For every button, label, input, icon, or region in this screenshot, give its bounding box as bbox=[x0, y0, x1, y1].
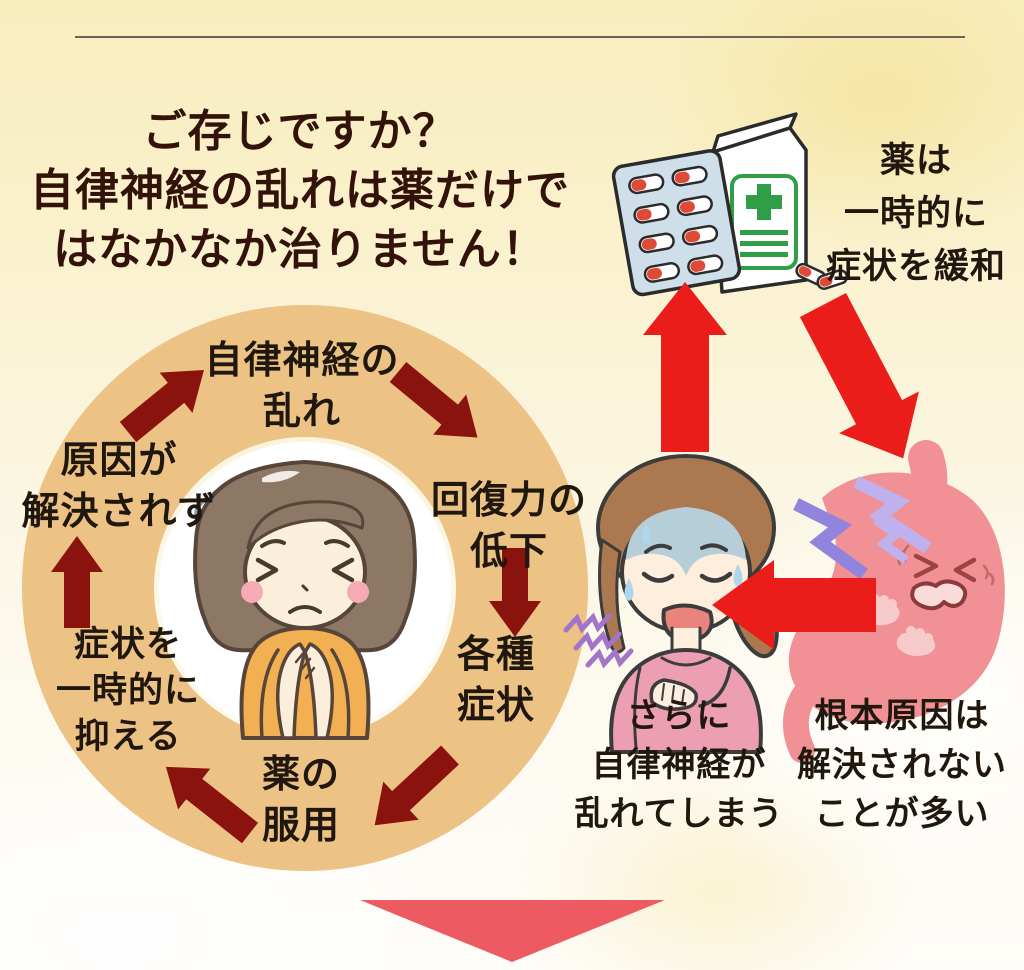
lightning-icon bbox=[873, 516, 909, 564]
blister-pack-icon bbox=[611, 149, 742, 297]
cycle-step-label: 低下 bbox=[469, 531, 549, 573]
title-line-2: 自律神経の乱れは薬だけで bbox=[30, 166, 570, 215]
stomach-illustration bbox=[782, 440, 1005, 763]
cycle-step-cause-unresolved: 原因が 解決されず bbox=[21, 436, 216, 538]
cycle-step-label: 症状 bbox=[456, 685, 536, 727]
capsule-icon bbox=[816, 269, 849, 290]
cycle-step-recovery-decline: 回復力の 低下 bbox=[431, 476, 587, 578]
title-line-1: ご存じですか？ bbox=[142, 107, 458, 156]
lightning-icon bbox=[793, 498, 868, 580]
title-line-3: はなかなか治りません！ bbox=[53, 225, 547, 274]
caption-line: 根本原因は bbox=[814, 697, 990, 735]
praying-woman-illustration bbox=[193, 460, 417, 740]
cycle-arrow-up-right bbox=[119, 370, 204, 443]
cycle-step-temporary-suppression: 症状を 一時的に 抑える bbox=[56, 622, 200, 760]
medicine-illustration bbox=[611, 112, 849, 297]
medicine-note-line: 一時的に bbox=[843, 194, 989, 233]
top-divider bbox=[75, 36, 965, 38]
cycle-arrow-down-left bbox=[374, 745, 459, 826]
cycle-step-label: 服用 bbox=[261, 805, 341, 847]
cycle-step-label: 原因が bbox=[60, 440, 178, 482]
cycle-arrow-down-right bbox=[389, 361, 478, 438]
medicine-note-line: 症状を緩和 bbox=[825, 247, 1007, 286]
red-arrow-up bbox=[643, 282, 727, 452]
cycle-step-taking-medicine: 薬の 服用 bbox=[262, 750, 340, 852]
cycle-step-label: 各種 bbox=[456, 634, 536, 676]
cycle-arrow-down bbox=[489, 548, 541, 637]
caption-line: 乱れてしまう bbox=[574, 795, 784, 833]
cycle-step-label: 解決されず bbox=[21, 491, 217, 533]
caption-line: 自律神経が bbox=[591, 746, 767, 784]
cycle-step-label: 回復力の bbox=[430, 480, 588, 522]
cycle-step-label: 乱れ bbox=[262, 391, 342, 433]
caption-root-cause: 根本原因は 解決されない ことが多い bbox=[797, 692, 1007, 839]
caption-line: 解決されない bbox=[797, 746, 1007, 784]
cycle-step-label: 抑える bbox=[74, 717, 182, 756]
caption-line: ことが多い bbox=[814, 795, 990, 833]
cycle-step-label: 薬の bbox=[261, 754, 341, 796]
caption-further-disorder: さらに 自律神経が 乱れてしまう bbox=[575, 692, 784, 839]
caption-line: さらに bbox=[626, 697, 732, 735]
cycle-step-various-symptoms: 各種 症状 bbox=[457, 630, 535, 732]
medicine-note-line: 薬は bbox=[879, 141, 953, 180]
lightning-icons bbox=[793, 476, 932, 580]
cycle-step-label: 自律神経の bbox=[204, 340, 400, 382]
zigzag-stress-icon bbox=[563, 612, 634, 669]
bottom-arrow-icon bbox=[360, 900, 665, 962]
page-title: ご存じですか？ 自律神経の乱れは薬だけで はなかなか治りません！ bbox=[30, 102, 570, 279]
lightning-icon bbox=[853, 476, 932, 554]
red-arrow-left bbox=[712, 560, 876, 650]
medicine-note: 薬は 一時的に 症状を緩和 bbox=[826, 134, 1006, 293]
cycle-arrow-up bbox=[51, 536, 103, 628]
cycle-arrow-up-left bbox=[165, 766, 259, 844]
cycle-step-label: 症状を bbox=[73, 625, 183, 664]
cycle-arrow-icons bbox=[51, 361, 541, 844]
cycle-step-autonomic-disorder: 自律神経の 乱れ bbox=[204, 336, 399, 438]
red-arrow-down-right bbox=[799, 292, 919, 459]
red-arrow-icons bbox=[643, 282, 919, 650]
cycle-step-label: 一時的に bbox=[55, 671, 201, 710]
